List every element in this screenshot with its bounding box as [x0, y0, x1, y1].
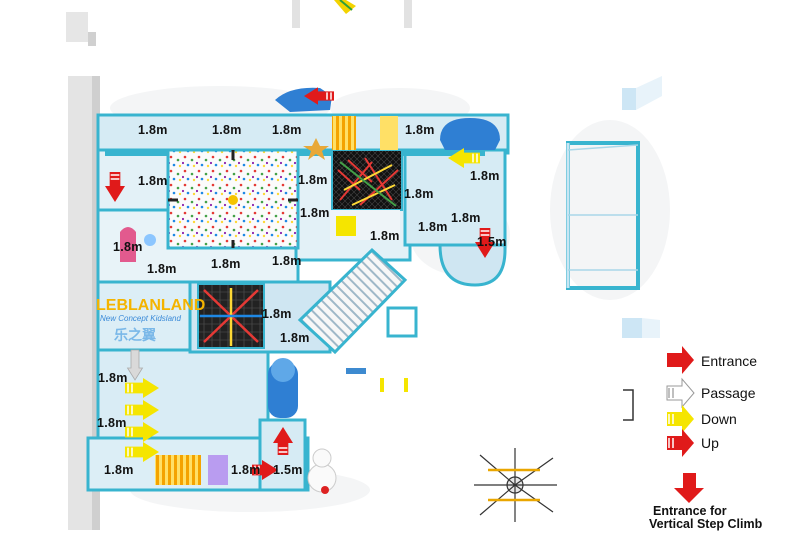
plan-arrow-icon [475, 228, 495, 258]
height-label: 1.8m [404, 187, 434, 201]
height-label: 1.8m [418, 220, 448, 234]
plan-arrow-icon [126, 349, 144, 381]
plan-arrow-icon [273, 427, 293, 455]
logo-name: LEBLANLAND [96, 297, 205, 314]
height-label: 1.8m [113, 240, 143, 254]
logo-mascot-icon [120, 227, 156, 262]
height-label: 1.8m [138, 174, 168, 188]
height-label: 1.8m [104, 463, 134, 477]
legend-down-arrow-icon [667, 405, 694, 433]
snowman-decoration [307, 448, 337, 494]
plan-arrow-icon [105, 172, 125, 202]
plan-arrow-icon [252, 460, 278, 480]
height-label: 1.8m [262, 307, 292, 321]
legend-vertical-step-arrow-icon [674, 473, 704, 503]
legend-up-label: Up [701, 435, 719, 451]
height-label: 1.8m [451, 211, 481, 225]
height-label: 1.5m [477, 235, 507, 249]
plan-arrow-icon [448, 148, 480, 168]
legend-passage-label: Passage [701, 385, 756, 401]
logo-subtitle: New Concept Kidsland [100, 314, 181, 323]
height-label: 1.8m [272, 254, 302, 268]
height-label: 1.8m [212, 123, 242, 137]
legend-vertical-line2: Vertical Step Climb [649, 517, 763, 531]
plan-arrows [105, 87, 495, 480]
height-label: 1.8m [470, 169, 500, 183]
logo-chinese: 乐之翼 [114, 327, 156, 343]
trampoline-zone [197, 283, 265, 349]
height-label: 1.5m [273, 463, 303, 477]
vertical-step-climb-frame [566, 141, 640, 290]
stair-ramp [297, 247, 408, 355]
height-label: 1.8m [300, 206, 330, 220]
legend-vertical-line1: Entrance for [653, 504, 727, 518]
legend-entrance-arrow-icon [667, 346, 694, 374]
cube-seats [346, 76, 662, 392]
top-walls [66, 0, 412, 46]
net-climb-top [331, 149, 403, 211]
legend-down-label: Down [701, 411, 737, 427]
plan-arrow-icon [304, 87, 334, 105]
brand-logo: LEBLANLAND New Concept Kidsland 乐之翼 [96, 227, 205, 343]
legend-entrance-label: Entrance [701, 353, 757, 369]
starfish-decoration [303, 138, 329, 160]
ball-pit [166, 148, 300, 250]
plan-arrow-icon [125, 400, 159, 420]
height-label: 1.8m [97, 416, 127, 430]
legend-passage-arrow-icon [666, 377, 695, 409]
plan-arrow-icon [125, 378, 159, 398]
height-label: 1.8m [280, 331, 310, 345]
plan-arrow-icon [125, 442, 159, 462]
height-label: 1.8m [272, 123, 302, 137]
tube-slides [268, 87, 500, 418]
legend-bracket [623, 389, 634, 421]
height-label: 1.8m [231, 463, 261, 477]
height-label: 1.8m [98, 371, 128, 385]
legend: Entrance Passage Down Up Entrance for Ve… [623, 346, 763, 531]
legend-up-arrow-icon [667, 429, 694, 457]
spider-decoration [474, 448, 557, 522]
height-label: 1.8m [147, 262, 177, 276]
height-label: 1.8m [211, 257, 241, 271]
plan-arrow-icon [125, 422, 159, 442]
roller-slides [155, 116, 400, 485]
height-label: 1.8m [298, 173, 328, 187]
height-label: 1.8m [405, 123, 435, 137]
height-label: 1.8m [370, 229, 400, 243]
height-label: 1.8m [138, 123, 168, 137]
